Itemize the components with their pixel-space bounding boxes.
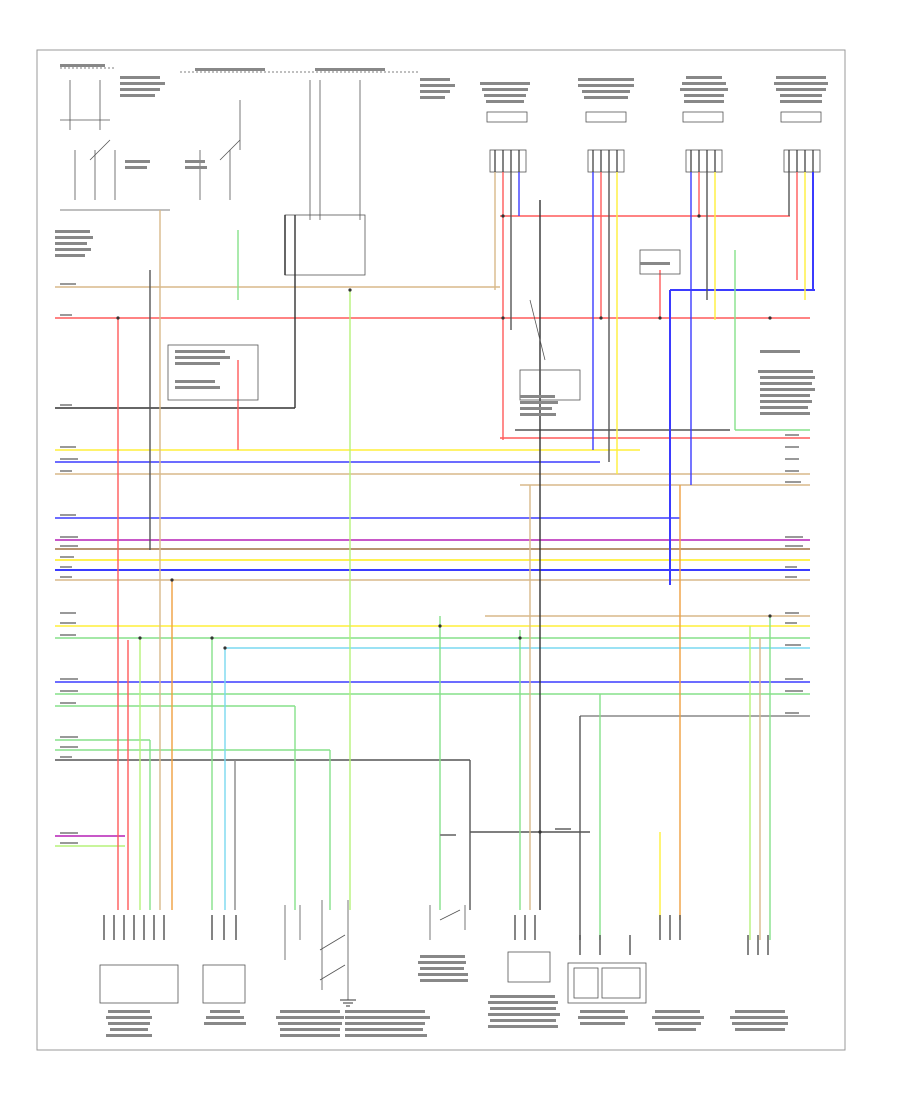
junction-dots — [116, 214, 772, 834]
bottom-component-6 — [567, 962, 647, 1004]
top-right-labels — [480, 76, 828, 103]
connector-pins — [494, 150, 814, 172]
horizontal-wires — [55, 215, 815, 847]
vertical-wires — [117, 172, 814, 940]
bottom-component-2 — [202, 964, 246, 1004]
top-left-labels — [55, 64, 455, 257]
bottom-component-5 — [507, 951, 551, 983]
bottom-component-4 — [429, 905, 466, 940]
bottom-component-labels — [106, 828, 788, 1037]
diagram-frame — [36, 49, 846, 1051]
bottom-connector-pins — [103, 915, 769, 955]
bottom-component-1 — [99, 964, 179, 1004]
top-left-switch-area — [60, 67, 420, 276]
inner-control-box — [167, 344, 259, 401]
ground-symbol — [340, 999, 356, 1007]
relay-box — [519, 249, 681, 401]
inner-box-labels — [175, 262, 815, 416]
wire-edge-labels — [60, 283, 803, 844]
top-right-connectors — [486, 111, 822, 173]
bottom-component-3 — [284, 900, 349, 1000]
